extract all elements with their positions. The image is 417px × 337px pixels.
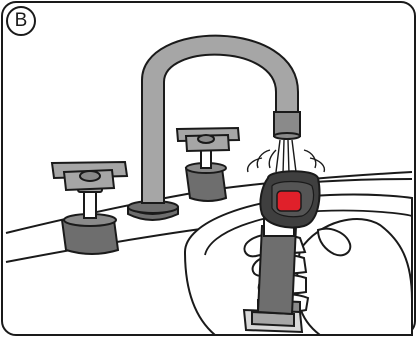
step-badge: B [6,6,36,36]
device-button [277,191,301,211]
